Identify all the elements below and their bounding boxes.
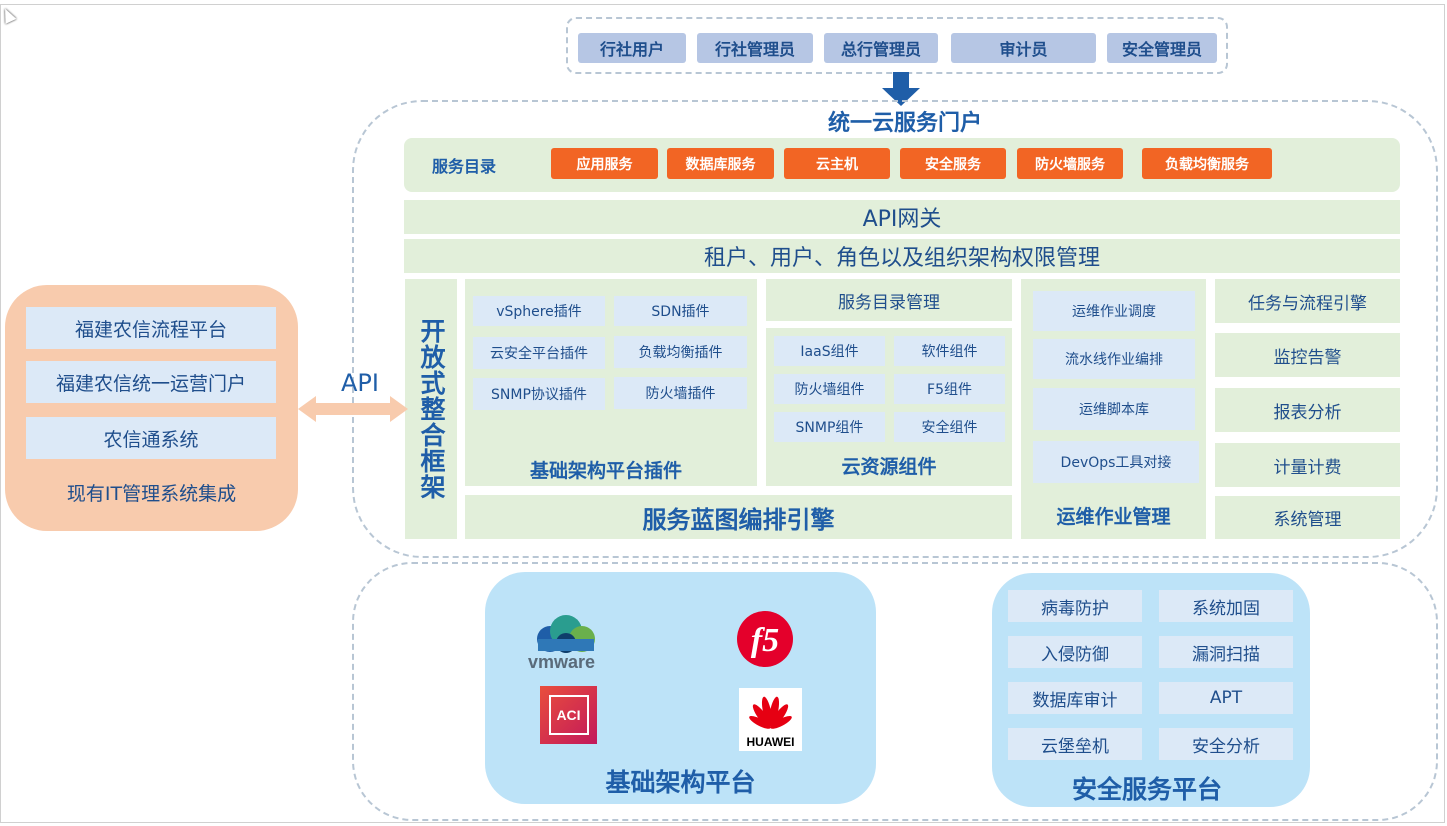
vmware-logo-icon: vmware: [528, 615, 595, 672]
task-workflow-engine: 任务与流程引擎: [1215, 279, 1400, 323]
api-label: API: [341, 369, 379, 397]
f5-logo-text: f5: [751, 622, 779, 659]
sec-intrusion-prevention: 入侵防御: [1008, 636, 1142, 668]
report-analysis: 报表分析: [1215, 388, 1400, 432]
role-hq-admin: 总行管理员: [824, 33, 938, 63]
aci-logo-icon: ACI: [540, 686, 597, 744]
component-f5: F5组件: [894, 374, 1005, 404]
it-workflow-platform: 福建农信流程平台: [26, 307, 276, 349]
plugin-cloud-security: 云安全平台插件: [473, 337, 605, 369]
component-firewall: 防火墙组件: [774, 374, 885, 404]
component-software: 软件组件: [894, 336, 1005, 366]
role-branch-user: 行社用户: [578, 33, 686, 63]
plugin-snmp: SNMP协议插件: [473, 378, 605, 410]
infra-platform-title: 基础架构平台: [605, 768, 756, 797]
sec-antivirus: 病毒防护: [1008, 590, 1142, 622]
monitoring-alerts: 监控告警: [1215, 333, 1400, 377]
service-database: 数据库服务: [667, 148, 774, 179]
ops-management-title: 运维作业管理: [1056, 505, 1171, 528]
infra-plugins-title: 基础架构平台插件: [529, 459, 682, 482]
component-snmp: SNMP组件: [774, 412, 885, 442]
role-branch-admin: 行社管理员: [697, 33, 813, 63]
ops-job-scheduling: 运维作业调度: [1033, 291, 1195, 331]
it-nongxintong: 农信通系统: [26, 417, 276, 459]
component-security: 安全组件: [894, 412, 1005, 442]
service-cloud-host: 云主机: [784, 148, 890, 179]
security-platform-title: 安全服务平台: [1071, 775, 1222, 804]
existing-it-title: 现有IT管理系统集成: [66, 482, 237, 505]
component-iaas: IaaS组件: [774, 336, 885, 366]
aci-logo-text: ACI: [556, 707, 581, 723]
tenant-management: 租户、用户、角色以及组织架构权限管理: [404, 239, 1400, 273]
service-load-balance: 负载均衡服务: [1142, 148, 1272, 179]
sec-hardening: 系统加固: [1159, 590, 1293, 622]
double-arrow-icon: [298, 396, 408, 422]
service-firewall: 防火墙服务: [1017, 148, 1123, 179]
portal-title: 统一云服务门户: [827, 111, 982, 136]
sec-bastion-host: 云堡垒机: [1008, 728, 1142, 760]
open-framework-text: 开放式整合框架: [417, 318, 446, 500]
ops-pipeline: 流水线作业编排: [1033, 339, 1195, 379]
service-security: 安全服务: [900, 148, 1006, 179]
api-gateway: API网关: [404, 200, 1400, 234]
service-app: 应用服务: [551, 148, 658, 179]
plugin-firewall: 防火墙插件: [614, 377, 747, 409]
catalog-management: 服务目录管理: [766, 279, 1012, 321]
down-arrow-icon: [882, 72, 920, 106]
canvas-frame: [0, 4, 1445, 823]
system-management: 系统管理: [1215, 496, 1400, 539]
metering-billing: 计量计费: [1215, 443, 1400, 487]
aci-logo-frame: ACI: [548, 695, 589, 735]
role-auditor: 审计员: [951, 33, 1096, 63]
plugin-sdn: SDN插件: [614, 296, 747, 326]
sec-security-analysis: 安全分析: [1159, 728, 1293, 760]
platforms-group: [352, 562, 1438, 821]
open-integration-framework: 开放式整合框架: [405, 279, 457, 539]
it-operations-portal: 福建农信统一运营门户: [26, 361, 276, 403]
portal-group: [352, 100, 1438, 558]
blueprint-engine: 服务蓝图编排引擎: [465, 495, 1012, 539]
vmware-logo-text: vmware: [528, 652, 595, 672]
service-catalog-label: 服务目录: [431, 157, 496, 176]
ops-script-library: 运维脚本库: [1033, 388, 1195, 430]
cloud-components-title: 云资源组件: [841, 455, 937, 478]
sec-vulnerability-scan: 漏洞扫描: [1159, 636, 1293, 668]
plugin-load-balance: 负载均衡插件: [614, 336, 747, 368]
huawei-logo-icon: HUAWEI: [739, 688, 802, 751]
role-security-admin: 安全管理员: [1107, 33, 1217, 63]
huawei-logo-text: HUAWEI: [747, 735, 795, 749]
f5-logo-icon: f5: [737, 611, 793, 667]
plugin-vsphere: vSphere插件: [473, 296, 605, 326]
sec-database-audit: 数据库审计: [1008, 682, 1142, 714]
sec-apt: APT: [1159, 682, 1293, 714]
ops-devops-integration: DevOps工具对接: [1033, 441, 1199, 483]
